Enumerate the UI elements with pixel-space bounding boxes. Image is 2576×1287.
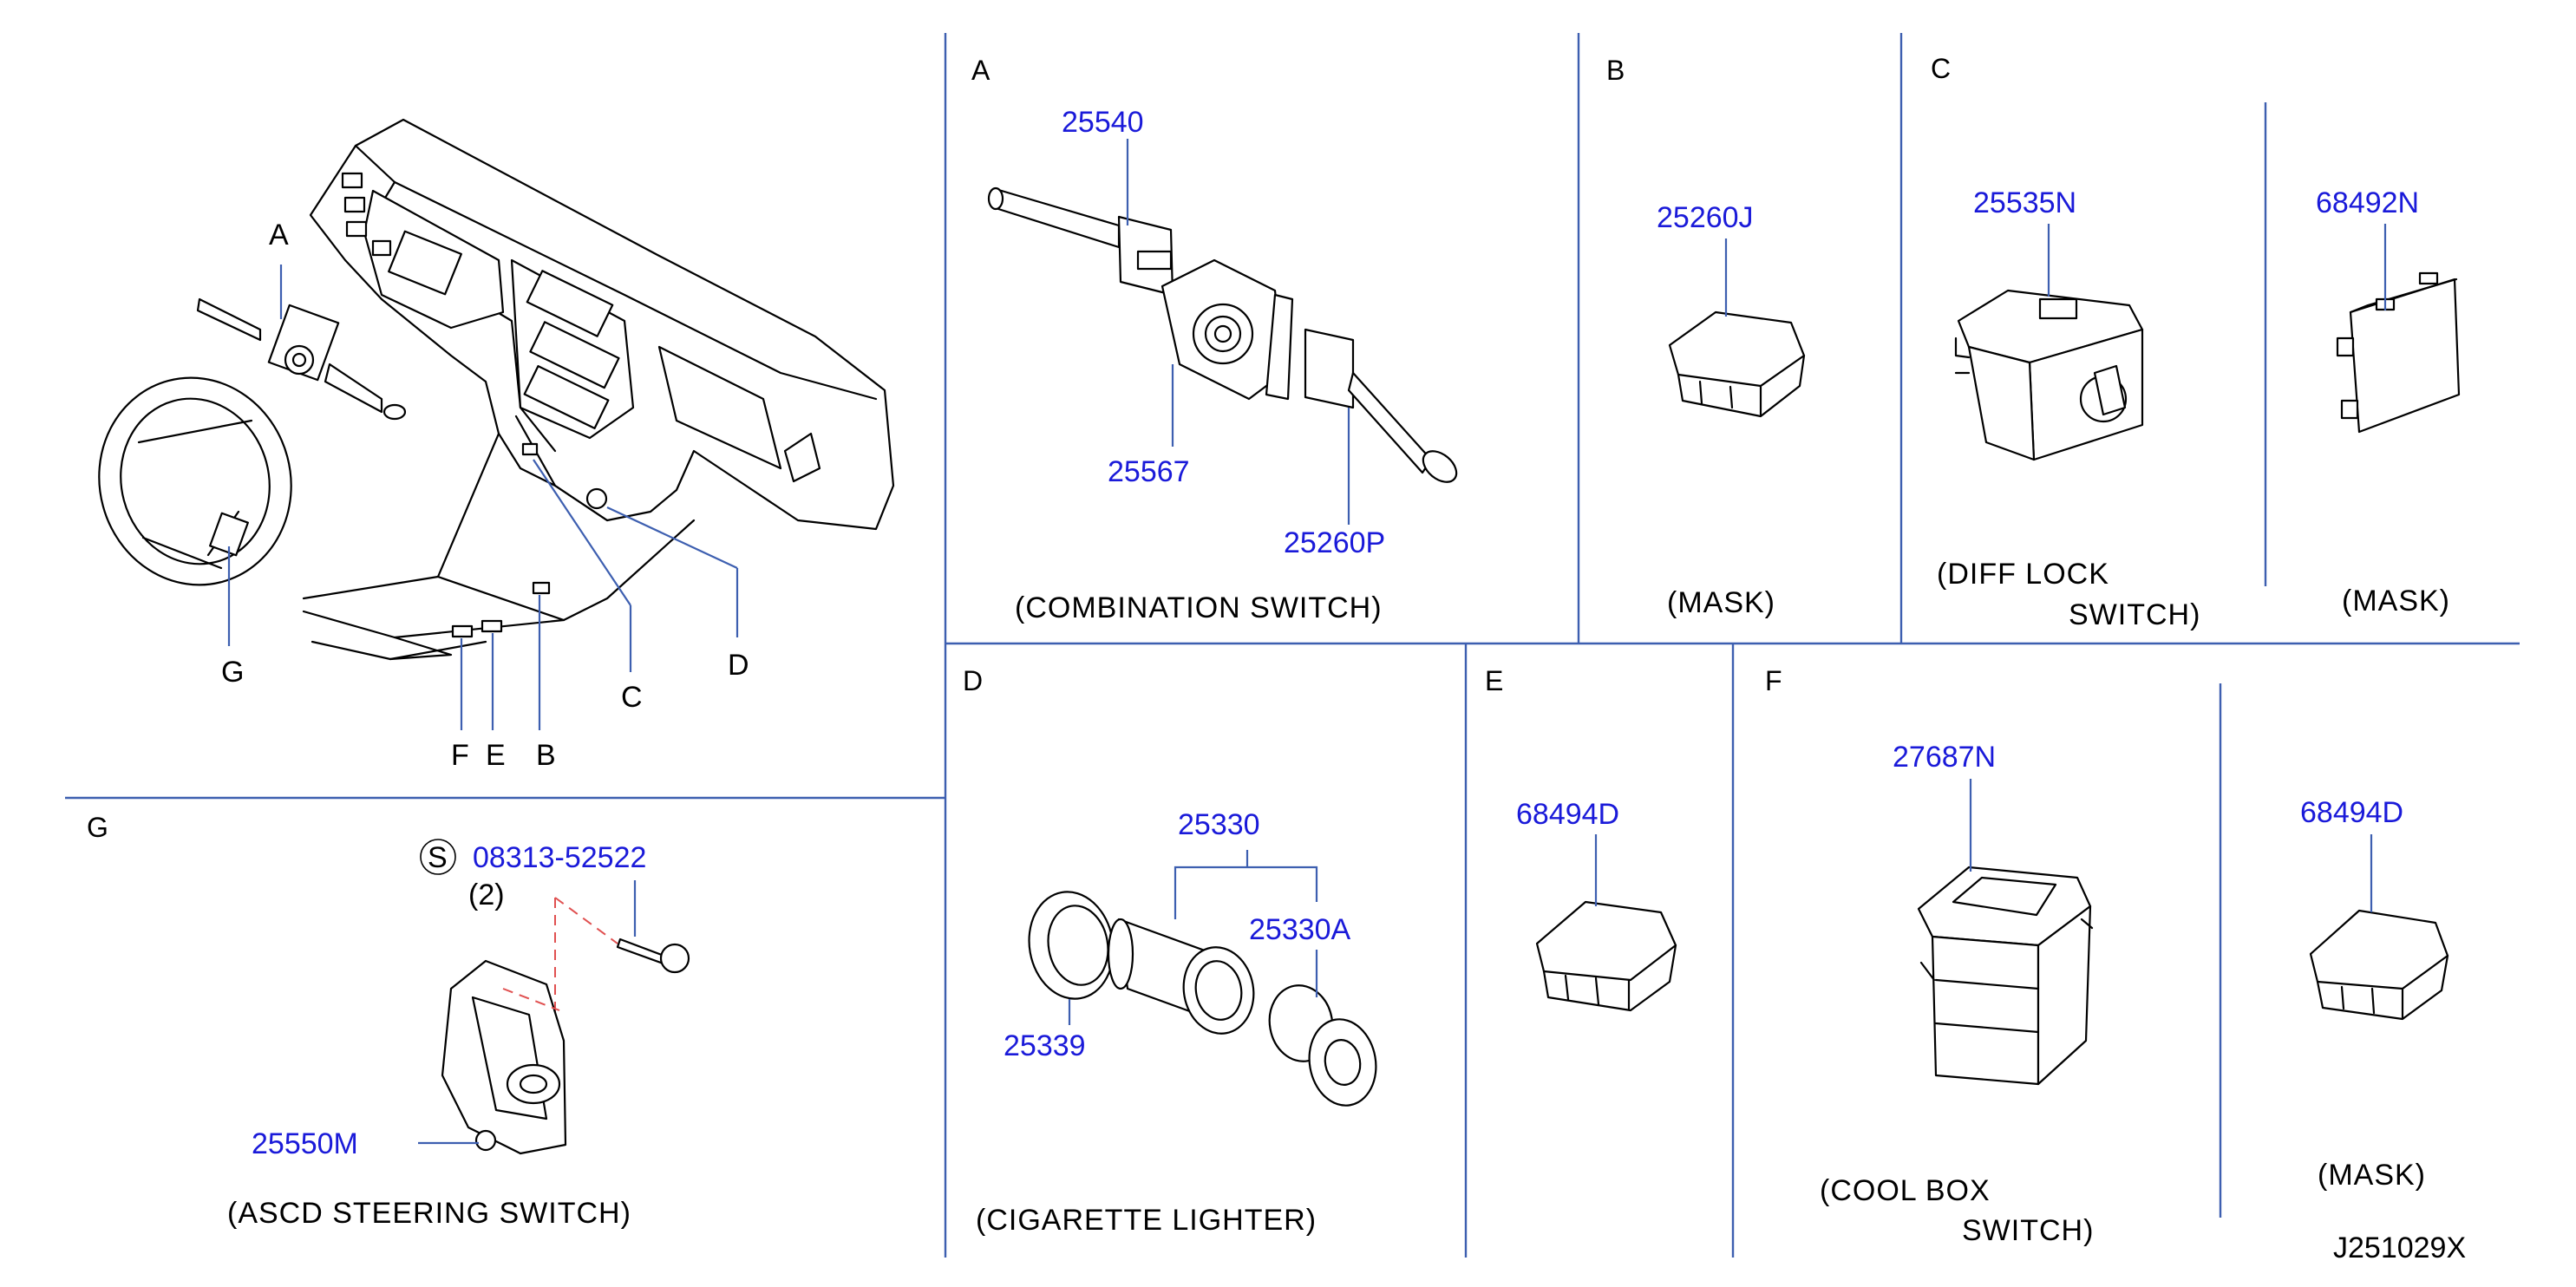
screw-symbol: S <box>428 841 448 874</box>
part-25260j: 25260J <box>1657 201 1754 234</box>
part-25330a: 25330A <box>1249 913 1351 946</box>
part-25540: 25540 <box>1062 106 1144 139</box>
section-g-letter: G <box>87 812 108 843</box>
section-d-caption: (CIGARETTE LIGHTER) <box>976 1204 1317 1237</box>
part-25339: 25339 <box>1004 1029 1086 1062</box>
part-08313-52522: 08313-52522 <box>473 841 646 874</box>
section-b-letter: B <box>1606 55 1625 86</box>
part-68494d-e: 68494D <box>1516 798 1619 831</box>
part-25535n: 25535N <box>1973 186 2076 219</box>
section-f-caption-mask: (MASK) <box>2318 1159 2426 1192</box>
section-d-cigarette-lighter: D 25330 25330A 25339 (CIGARETTE LIGHTER) <box>963 665 1377 1237</box>
section-b-caption: (MASK) <box>1667 586 1775 619</box>
part-25330: 25330 <box>1178 808 1260 841</box>
section-e-letter: E <box>1485 665 1503 696</box>
section-c-caption-line2: SWITCH) <box>2069 598 2200 631</box>
callout-d: D <box>728 649 749 682</box>
part-27687n: 27687N <box>1893 741 1996 774</box>
section-e-mask: E 68494D <box>1485 665 1677 1012</box>
section-f-caption-line1: (COOL BOX <box>1820 1174 1991 1207</box>
section-b-mask: B 25260J (MASK) <box>1606 55 1806 619</box>
callout-c: C <box>621 681 643 714</box>
part-25567: 25567 <box>1108 455 1190 488</box>
dashboard-overview: A G C D F E B <box>98 118 895 772</box>
section-c-diff-lock-switch: C 25535N 68492N (DIFF LOCK SWITCH) (MASK… <box>1931 53 2461 631</box>
section-a-letter: A <box>971 55 991 86</box>
callout-a: A <box>269 219 289 252</box>
diagram-code: J251029X <box>2333 1231 2466 1264</box>
screw-quantity: (2) <box>468 879 505 911</box>
screw-symbol-circle <box>420 839 456 875</box>
callout-b: B <box>536 739 556 772</box>
section-f-caption-line2: SWITCH) <box>1962 1214 2094 1247</box>
section-f-letter: F <box>1765 665 1782 696</box>
section-c-letter: C <box>1931 53 1951 84</box>
section-g-ascd-steering-switch: G S 08313-52522 (2) 25550M (ASCD STEERIN… <box>87 812 690 1230</box>
callout-f: F <box>451 739 469 772</box>
section-f-cool-box-switch: F 27687N 68494D (COOL BOX SWITCH) (MASK) <box>1765 665 2449 1247</box>
callout-e: E <box>486 739 506 772</box>
section-d-letter: D <box>963 665 983 696</box>
section-c-caption-line1: (DIFF LOCK <box>1937 558 2109 591</box>
part-25260p: 25260P <box>1284 526 1385 559</box>
section-a-caption: (COMBINATION SWITCH) <box>1015 591 1383 624</box>
section-a-combination-switch: A 25540 25567 25260P (COMBINATION SWITCH… <box>971 55 1458 624</box>
part-68494d-f: 68494D <box>2300 796 2403 829</box>
section-g-caption: (ASCD STEERING SWITCH) <box>227 1197 631 1230</box>
part-25550m: 25550M <box>252 1127 358 1160</box>
section-c-caption-mask: (MASK) <box>2342 585 2450 617</box>
panel-dividers <box>65 33 2520 1258</box>
part-68492n: 68492N <box>2316 186 2419 219</box>
callout-g: G <box>221 656 244 689</box>
